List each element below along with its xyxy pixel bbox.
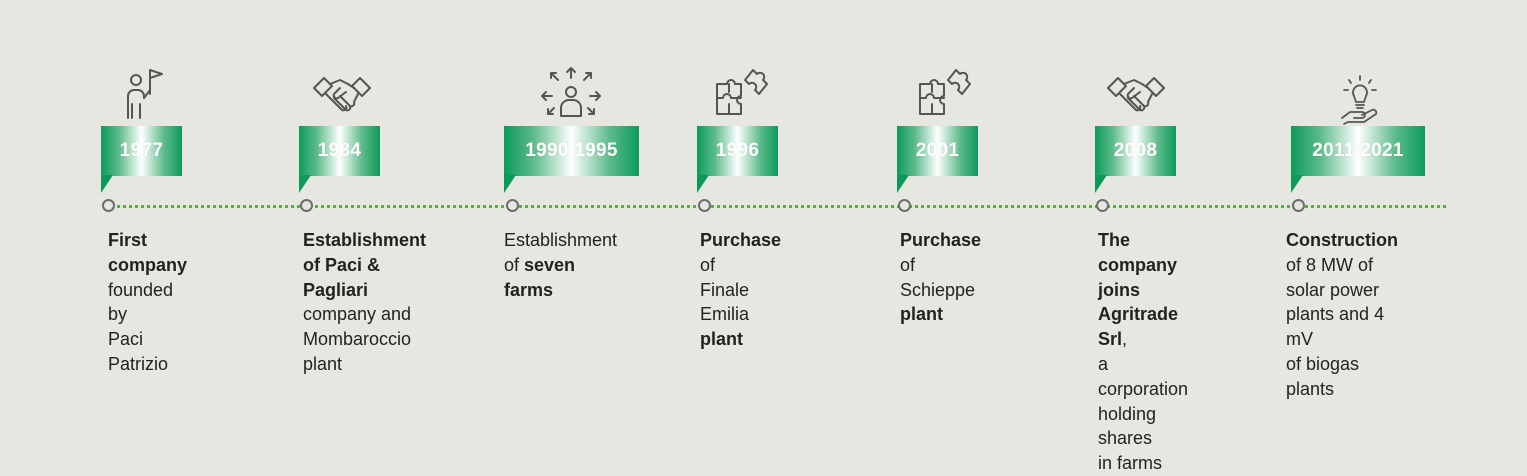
handshake-icon [312,66,372,124]
flag-tail [1291,175,1303,193]
timeline-dot [506,199,519,212]
milestone-description: The company joins Agritrade Srl, a corpo… [1098,230,1189,474]
year-label: 2008 [1113,140,1158,161]
year-label: 2011/2021 [1312,140,1404,161]
person-flag-icon [116,66,168,124]
milestone-description: Establishment of Paci & Pagliari company… [303,230,427,374]
timeline-dot [898,199,911,212]
milestone-description: Purchase of Finale Emilia plant [700,230,782,350]
timeline-dot [1096,199,1109,212]
handshake-icon [1106,66,1166,124]
flag-tail [299,175,311,193]
year-flag: 1996 [697,126,778,176]
year-flag: 2001 [897,126,978,176]
timeline-dot [300,199,313,212]
milestone-description: Purchase of Schieppe plant [900,230,982,325]
year-flag: 1990/1995 [504,126,639,176]
puzzle-icon [916,66,972,124]
flag-tail [697,175,709,193]
timeline-axis [110,205,1446,208]
year-flag: 2008 [1095,126,1176,176]
milestone-description: Construction of 8 MW of solar power plan… [1286,230,1398,399]
person-arrows-icon [540,66,602,124]
flag-tail [897,175,909,193]
milestone-description: Establishment of seven farms [504,230,618,300]
flag-tail [101,175,113,193]
year-flag: 1977 [101,126,182,176]
year-label: 1984 [317,140,362,161]
flag-tail [1095,175,1107,193]
puzzle-icon [713,66,769,124]
year-label: 1996 [715,140,760,161]
flag-tail [504,175,516,193]
timeline-dot [698,199,711,212]
year-label: 2001 [915,140,960,161]
timeline-dot [1292,199,1305,212]
milestone-description: First company founded by Paci Patrizio [108,230,188,374]
year-flag: 1984 [299,126,380,176]
year-flag: 2011/2021 [1291,126,1425,176]
timeline-dot [102,199,115,212]
year-label: 1990/1995 [525,140,618,161]
year-label: 1977 [119,140,164,161]
lightbulb-hand-icon [1340,74,1380,125]
